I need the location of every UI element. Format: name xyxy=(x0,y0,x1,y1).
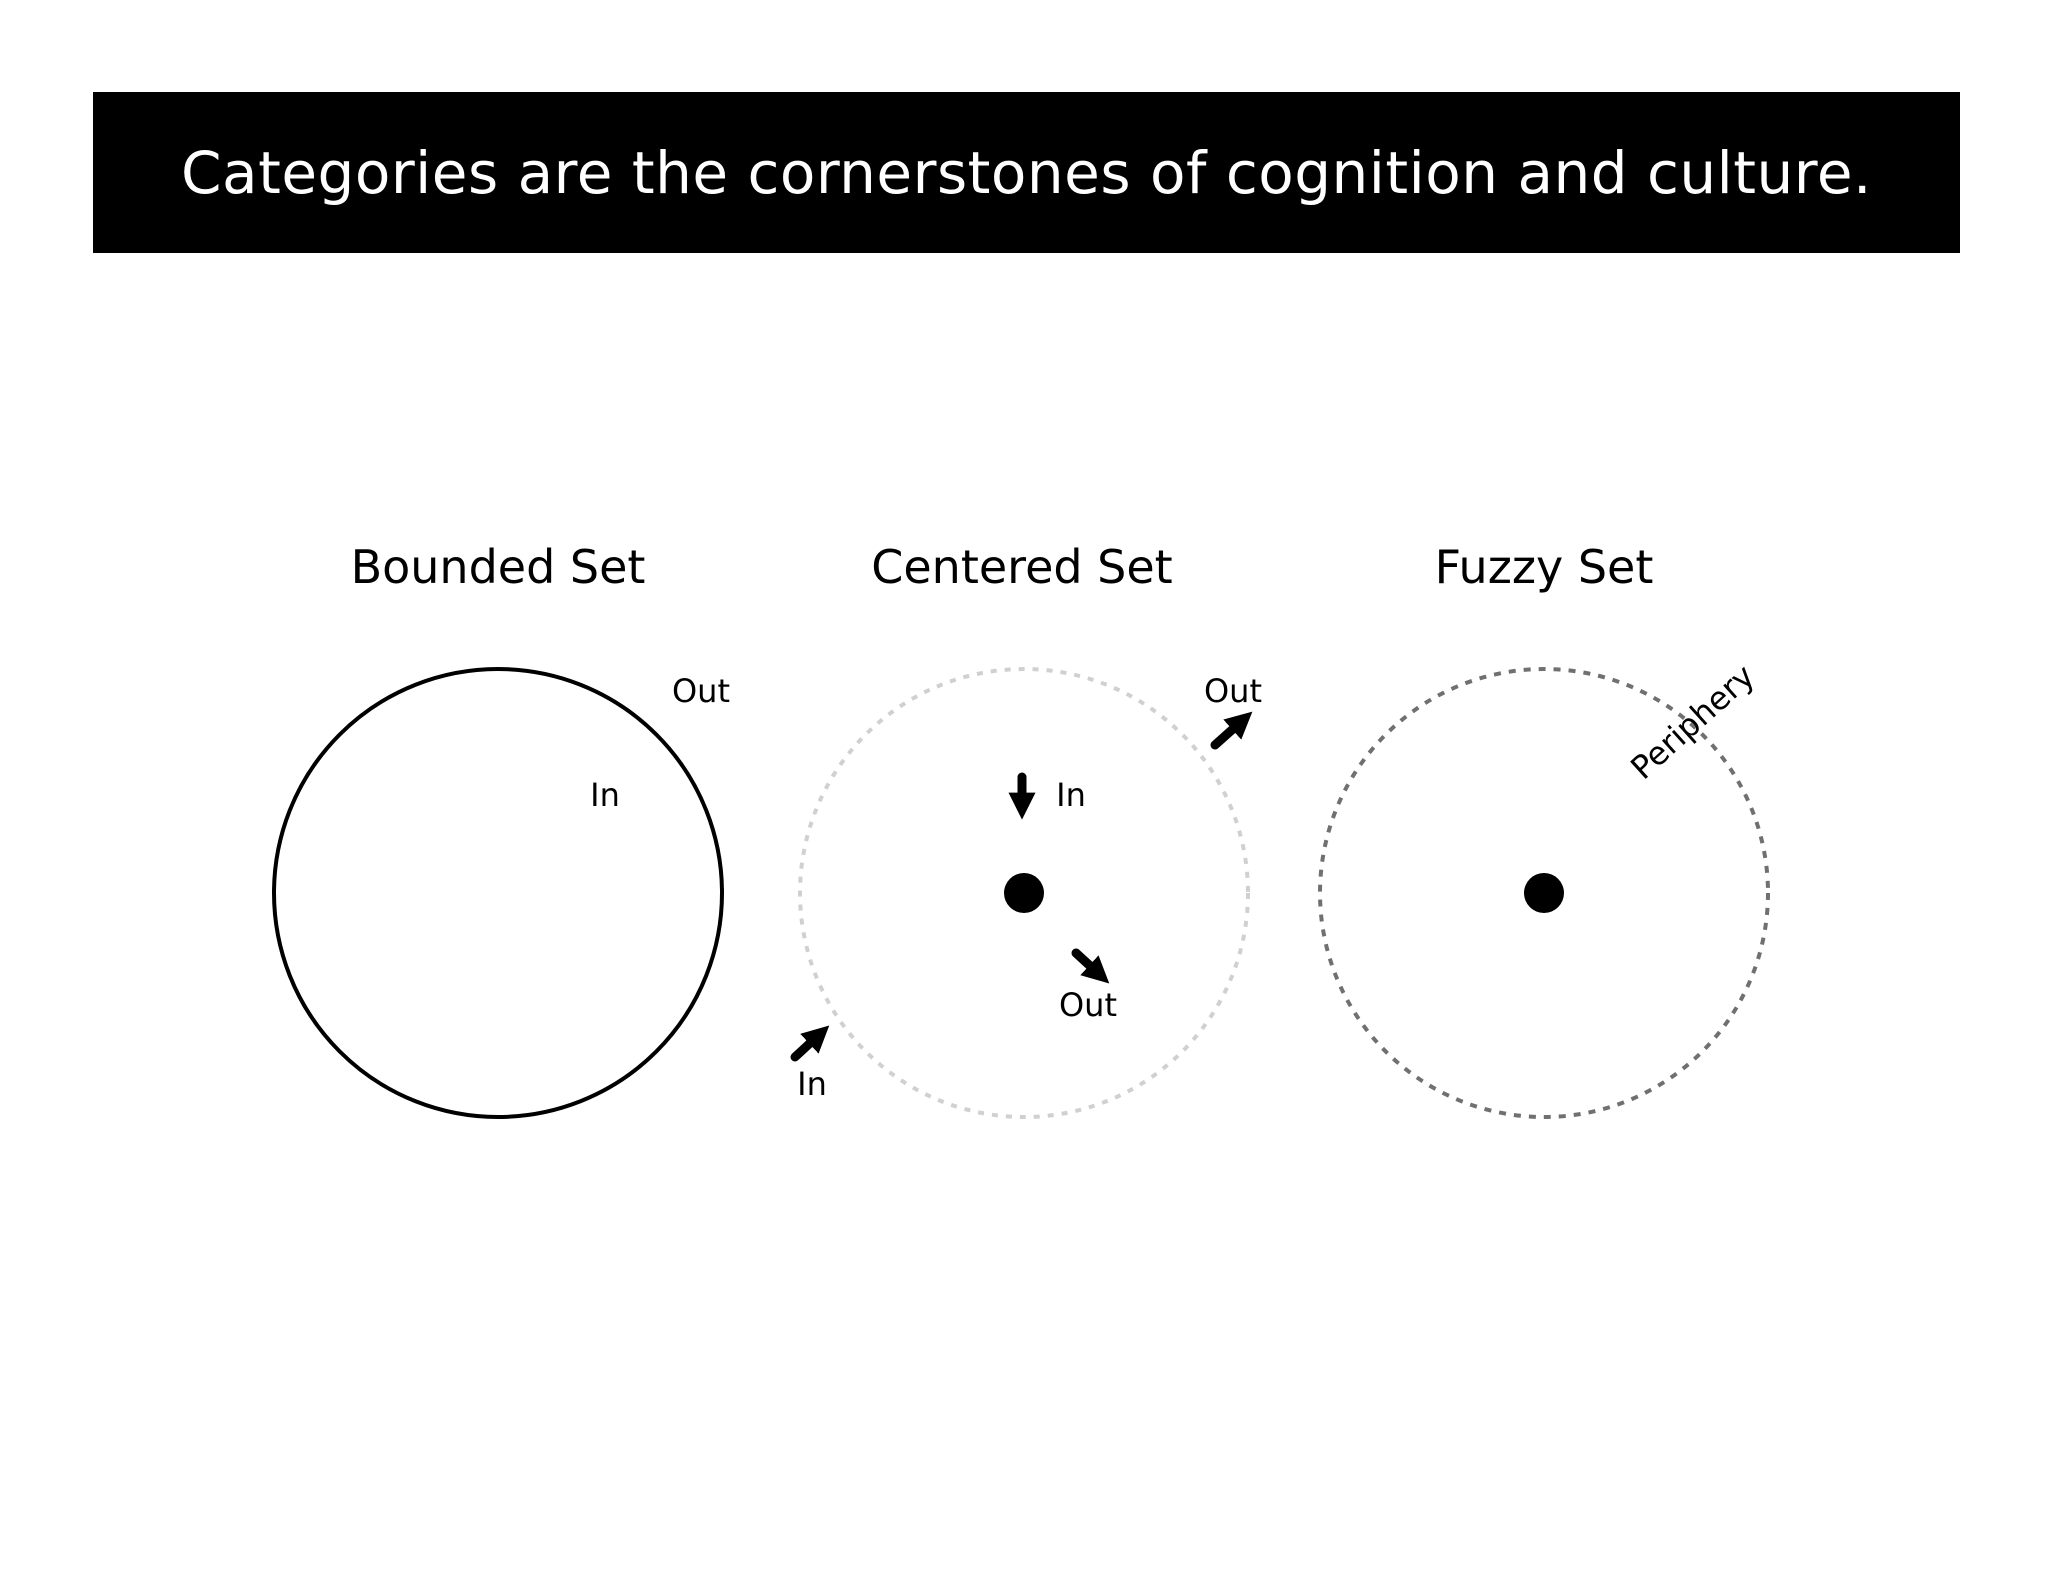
centered-set-boundary xyxy=(798,667,1250,1119)
centered-set-out-outer-label: Out xyxy=(1204,672,1262,710)
fuzzy-set: Fuzzy Set Periphery xyxy=(1318,540,1770,1119)
fuzzy-set-periphery-label: Periphery xyxy=(1623,657,1762,787)
centered-set-title: Centered Set xyxy=(871,540,1172,594)
centered-set-in-inner-label: In xyxy=(1056,776,1086,814)
arrow-down-right-icon xyxy=(1071,948,1110,984)
arrow-up-right-icon xyxy=(790,1025,830,1062)
fuzzy-set-title: Fuzzy Set xyxy=(1435,540,1654,594)
fuzzy-set-center-dot xyxy=(1524,873,1564,913)
fuzzy-set-boundary xyxy=(1318,667,1770,1119)
centered-set-center-dot xyxy=(1004,873,1044,913)
arrow-up-right-icon xyxy=(1210,711,1253,750)
bounded-set-title: Bounded Set xyxy=(351,540,646,594)
centered-set-in-outer-label: In xyxy=(797,1065,827,1103)
bounded-set: Bounded Set Out In xyxy=(272,540,730,1119)
bounded-set-boundary xyxy=(272,667,724,1119)
bounded-set-out-label: Out xyxy=(672,672,730,710)
bounded-set-in-label: In xyxy=(590,776,620,814)
centered-set-out-inner-label: Out xyxy=(1059,986,1117,1024)
title-banner: Categories are the cornerstones of cogni… xyxy=(93,92,1960,253)
page-title: Categories are the cornerstones of cogni… xyxy=(181,138,1872,207)
centered-set: Centered Set Out In Out In xyxy=(790,540,1262,1119)
